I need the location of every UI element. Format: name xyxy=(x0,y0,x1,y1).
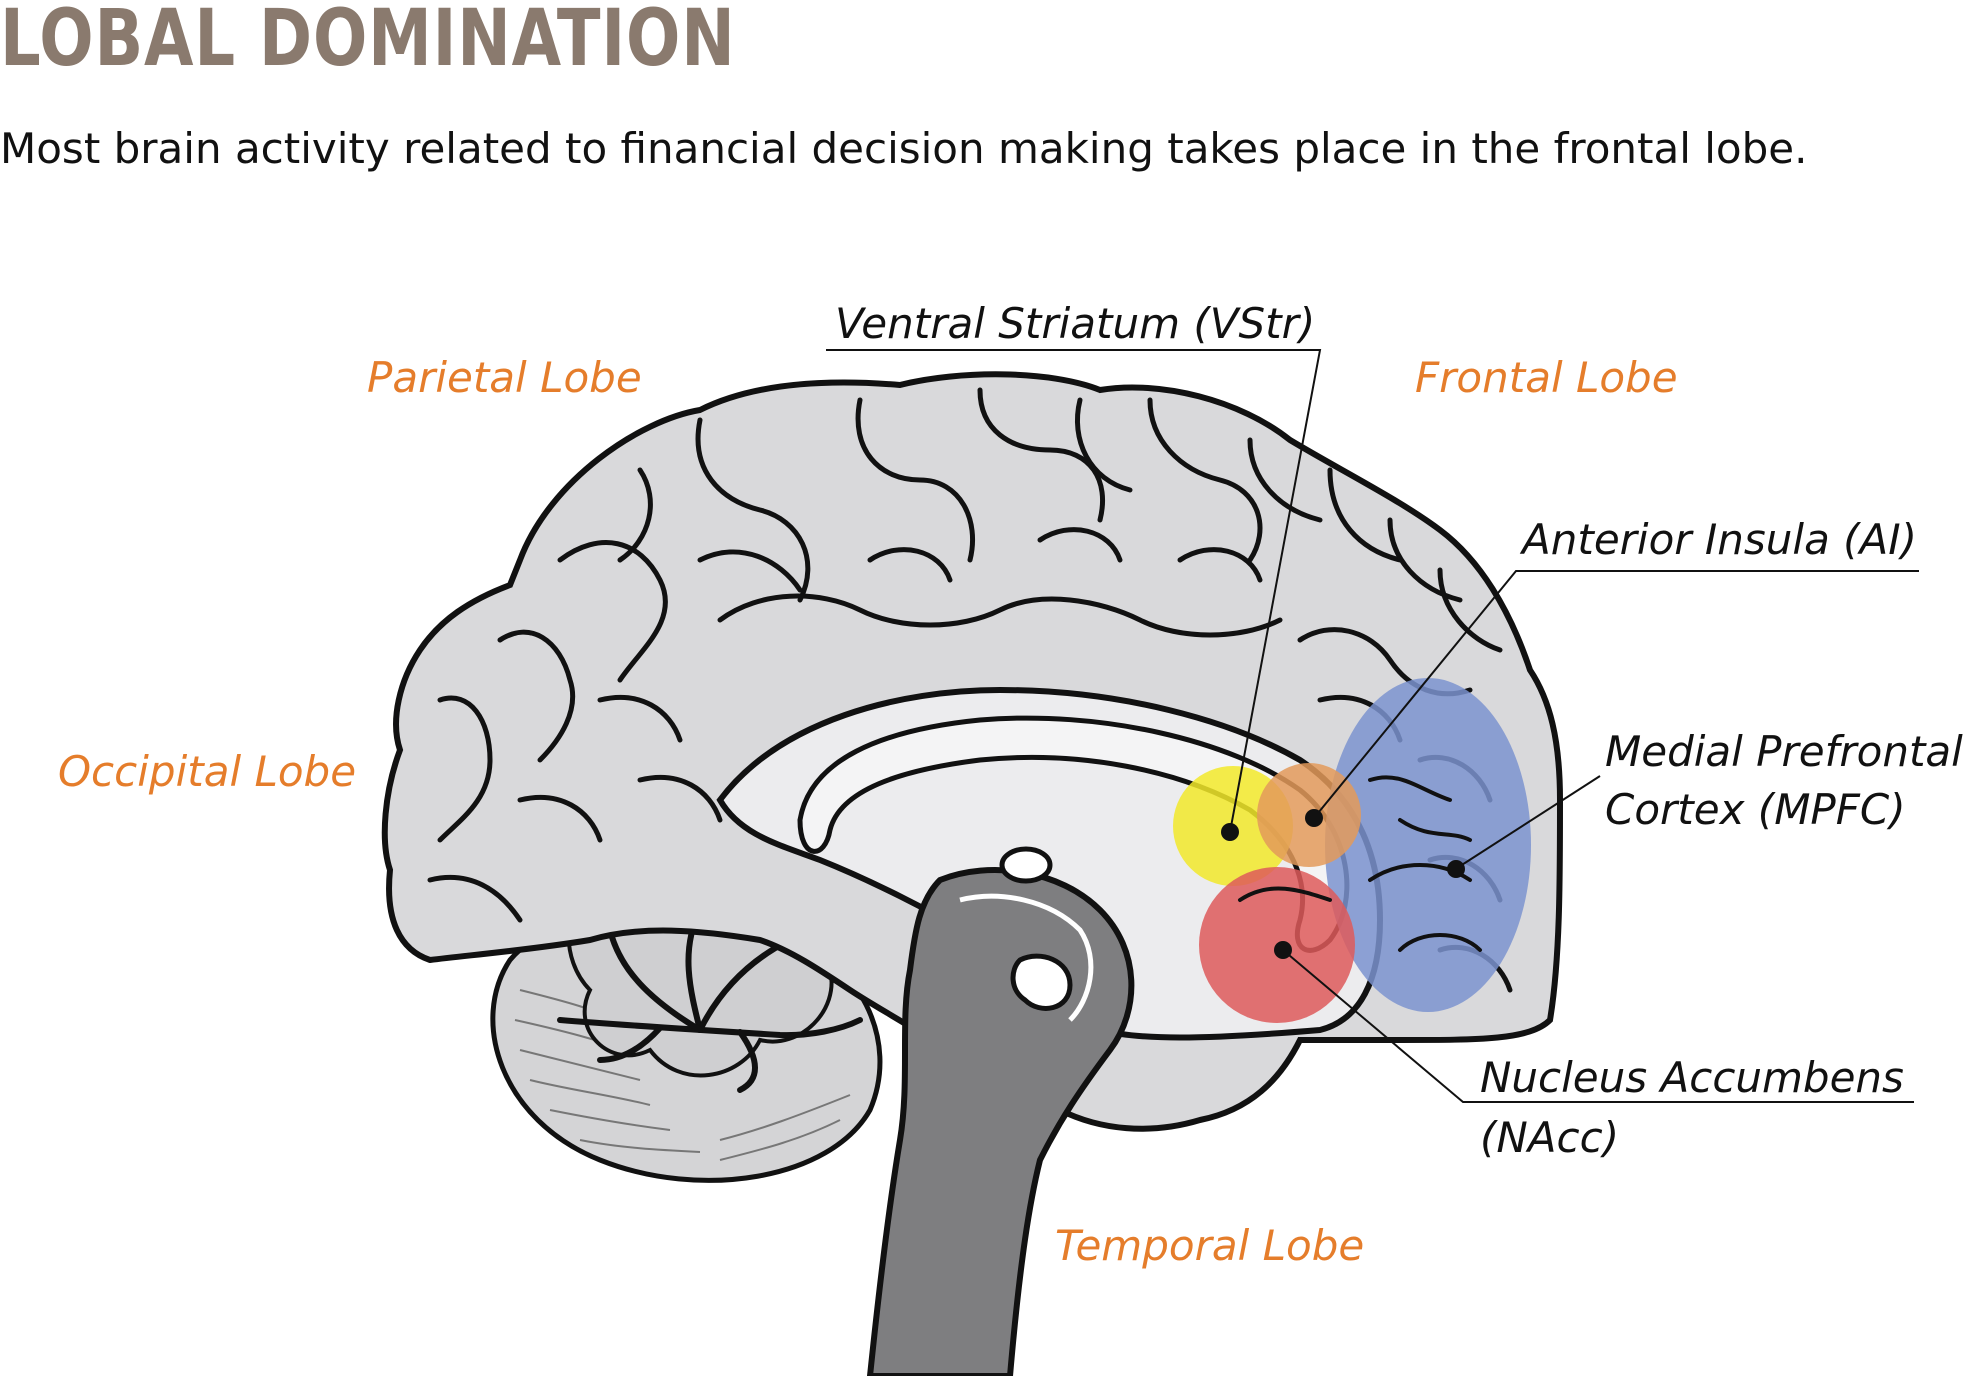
nacc-dot xyxy=(1274,941,1292,959)
mpfc-leader xyxy=(1453,775,1601,871)
nacc-label-line2: (NAcc) xyxy=(1480,1113,1619,1162)
region-dots xyxy=(1221,809,1465,959)
page-subtitle: Most brain activity related to financial… xyxy=(0,124,1808,173)
page-title: LOBAL DOMINATION xyxy=(0,0,736,84)
parietal-lobe-label: Parietal Lobe xyxy=(367,353,642,402)
ai-leader xyxy=(1313,570,1919,819)
mpfc-label-line1: Medial Prefrontal xyxy=(1605,727,1963,776)
vstr-leader xyxy=(826,349,1322,833)
mpfc-region xyxy=(1325,678,1531,1012)
temporal-lobe-label: Temporal Lobe xyxy=(1055,1221,1364,1270)
brainstem xyxy=(866,846,1135,1376)
ai-label: Anterior Insula (AI) xyxy=(1519,515,1917,564)
vstr-label: Ventral Striatum (VStr) xyxy=(835,299,1315,348)
mpfc-label-line2: Cortex (MPFC) xyxy=(1605,785,1906,834)
occipital-lobe-label: Occipital Lobe xyxy=(58,747,356,796)
leader-lines xyxy=(826,349,1919,1103)
ai-dot xyxy=(1305,809,1323,827)
nacc-leader xyxy=(1282,949,1914,1103)
nacc-label-line1: Nucleus Accumbens xyxy=(1480,1053,1904,1102)
vstr-dot xyxy=(1221,823,1239,841)
mpfc-dot xyxy=(1447,860,1465,878)
frontal-lobe-label: Frontal Lobe xyxy=(1415,353,1678,402)
